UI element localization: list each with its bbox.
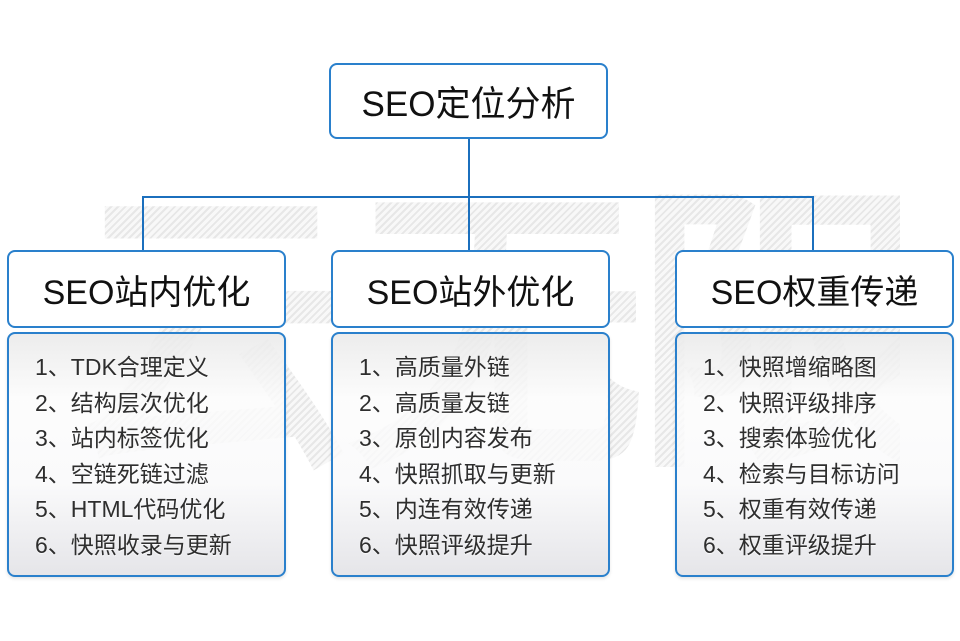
header-node-label: SEO站内优化 — [42, 273, 251, 312]
list-item: 6、快照收录与更新 — [35, 531, 232, 558]
list-item: 3、站内标签优化 — [35, 425, 209, 452]
list-item: 5、内连有效传递 — [359, 496, 533, 523]
connector-horizontal-bus — [142, 196, 814, 198]
list-item: 3、搜索体验优化 — [703, 425, 877, 452]
list-item: 1、快照增缩略图 — [703, 354, 877, 380]
list-item: 6、权重评级提升 — [703, 531, 877, 558]
header-node-label: SEO权重传递 — [710, 273, 919, 312]
list-item: 4、检索与目标访问 — [703, 460, 900, 487]
list-item: 5、HTML代码优化 — [35, 496, 226, 523]
header-node-onsite-optimization: SEO站内优化 — [7, 250, 286, 328]
list-item: 5、权重有效传递 — [703, 496, 877, 523]
list-panel-weight-transfer: 1、快照增缩略图 2、快照评级排序 3、搜索体验优化 4、检索与目标访问 5、权… — [675, 332, 954, 577]
connector-drop-right — [812, 196, 814, 252]
list-item: 1、高质量外链 — [359, 354, 510, 380]
list-item: 4、空链死链过滤 — [35, 460, 209, 487]
root-node-label: SEO定位分析 — [361, 84, 576, 124]
root-node-seo-positioning-analysis: SEO定位分析 — [329, 63, 608, 139]
connector-drop-left — [142, 196, 144, 252]
list-item: 2、高质量友链 — [359, 389, 510, 416]
list-item: 4、快照抓取与更新 — [359, 460, 556, 487]
list-item: 6、快照评级提升 — [359, 531, 533, 558]
header-node-label: SEO站外优化 — [366, 273, 575, 312]
header-node-offsite-optimization: SEO站外优化 — [331, 250, 610, 328]
connector-root-drop — [468, 139, 470, 197]
list-panel-onsite-optimization: 1、TDK合理定义 2、结构层次优化 3、站内标签优化 4、空链死链过滤 5、H… — [7, 332, 286, 577]
connector-drop-middle — [468, 196, 470, 252]
list-item: 2、结构层次优化 — [35, 389, 209, 416]
list-panel-offsite-optimization: 1、高质量外链 2、高质量友链 3、原创内容发布 4、快照抓取与更新 5、内连有… — [331, 332, 610, 577]
list-item: 3、原创内容发布 — [359, 425, 533, 452]
list-item: 2、快照评级排序 — [703, 389, 877, 416]
header-node-weight-transfer: SEO权重传递 — [675, 250, 954, 328]
list-item: 1、TDK合理定义 — [35, 354, 209, 380]
